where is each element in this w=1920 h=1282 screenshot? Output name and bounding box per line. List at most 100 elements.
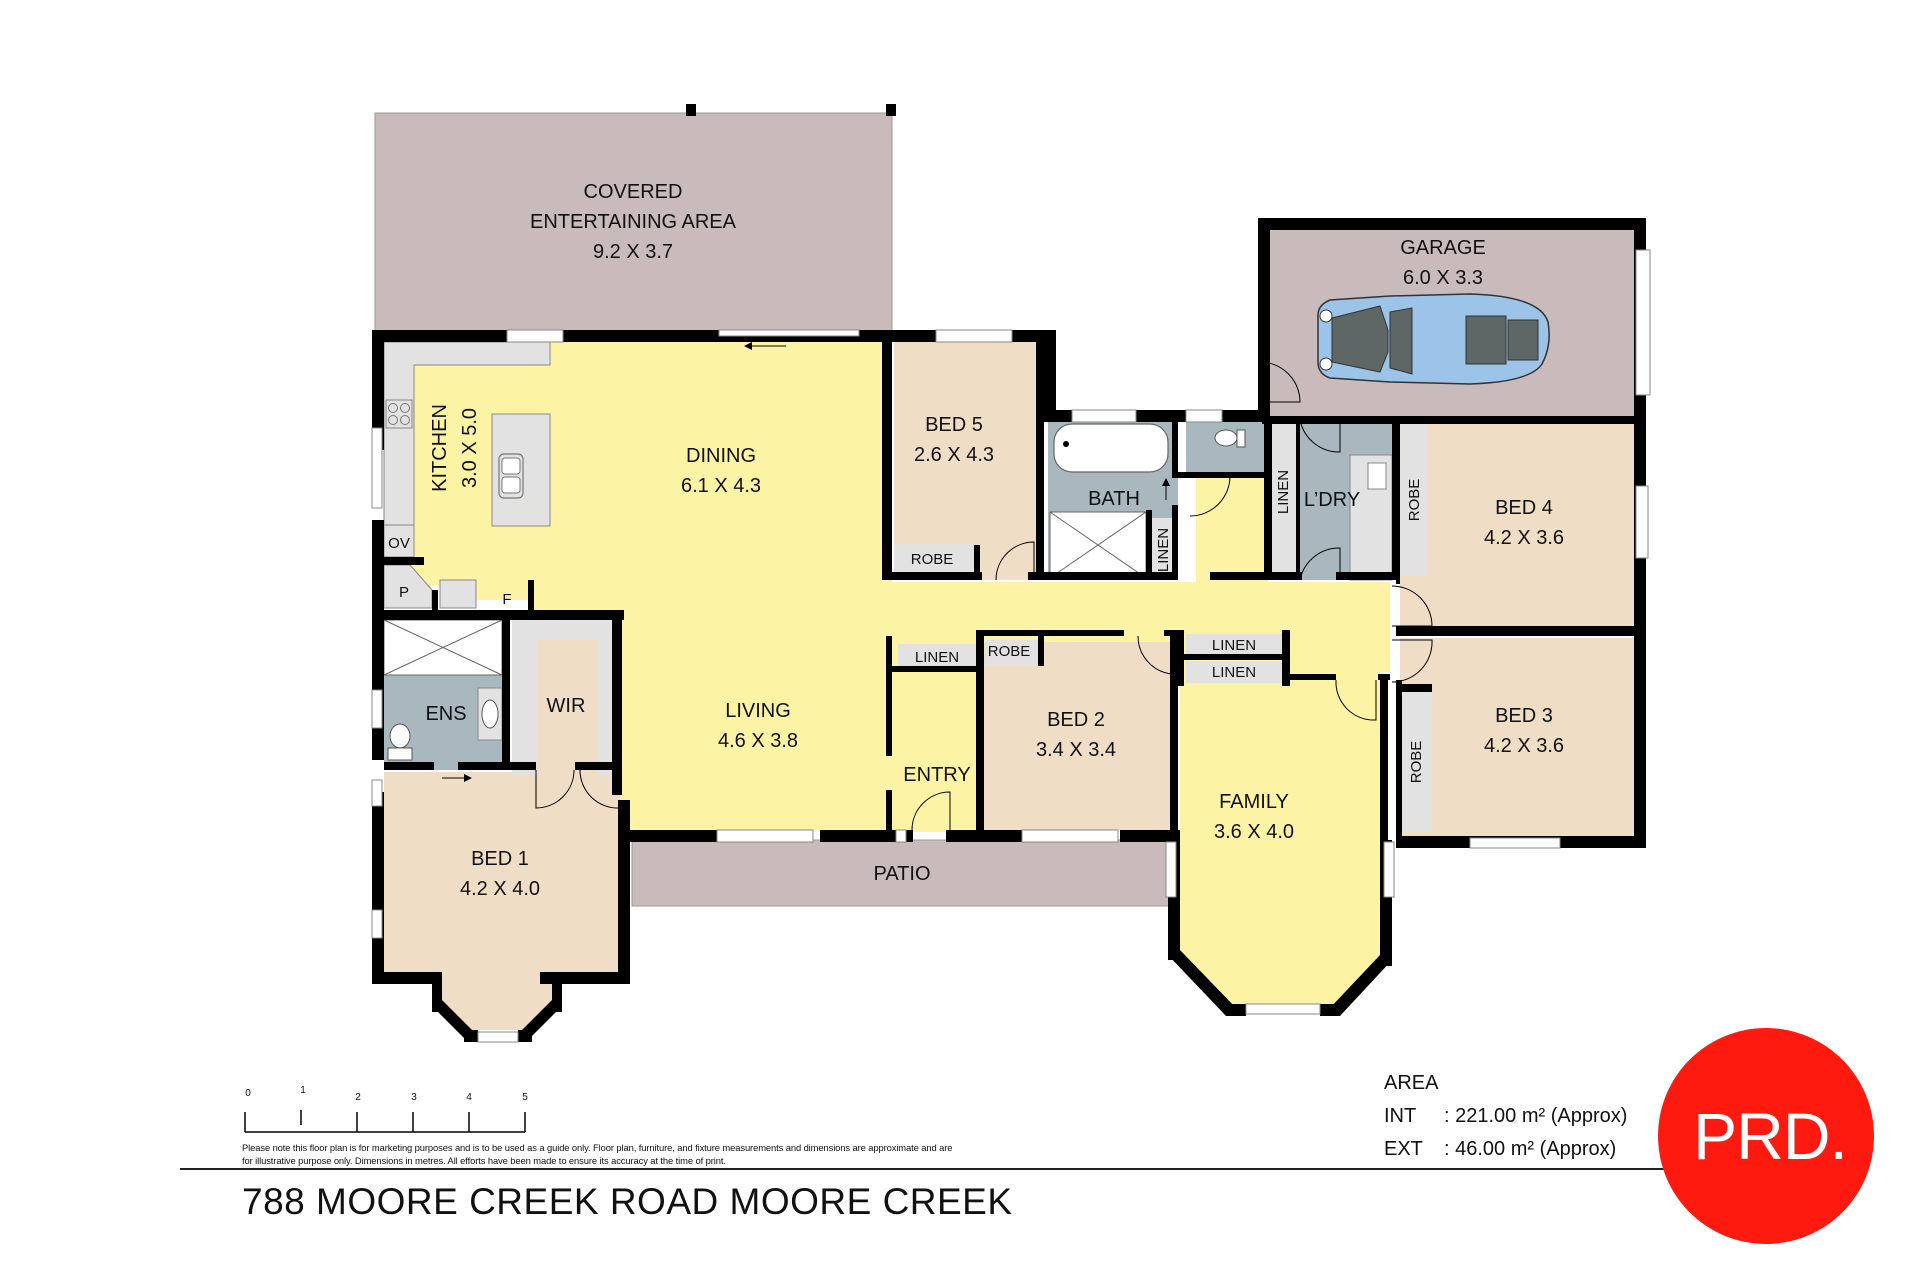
bed3-robe-label: ROBE bbox=[1408, 741, 1425, 784]
scale-tick-4: 4 bbox=[466, 1092, 472, 1103]
family-size: 3.6 X 4.0 bbox=[1214, 821, 1294, 843]
prd-logo-text: PRD. bbox=[1693, 1099, 1848, 1173]
hall-linen-2 bbox=[1186, 661, 1282, 683]
bed1-zone bbox=[384, 772, 620, 1030]
entry-zone bbox=[894, 672, 976, 832]
prd-logo: PRD. bbox=[1658, 1028, 1874, 1244]
bed2-robe-label: ROBE bbox=[988, 643, 1031, 660]
bath-drain bbox=[1063, 441, 1069, 447]
post-marker bbox=[886, 104, 896, 116]
bed2-label: BED 2 bbox=[1047, 709, 1105, 731]
slide-arrow-icon bbox=[442, 342, 1170, 782]
bed3-size: 4.2 X 3.6 bbox=[1484, 735, 1564, 757]
pantry-label: P bbox=[399, 584, 409, 601]
door-swings bbox=[535, 361, 1433, 831]
covered-area-size: 9.2 X 3.7 bbox=[593, 241, 673, 263]
bed4-robe bbox=[1400, 424, 1428, 576]
walls bbox=[372, 218, 1646, 1042]
living-dining-zone bbox=[384, 342, 1390, 830]
laundry-label: L’DRY bbox=[1304, 489, 1360, 511]
bath-linen-label: LINEN bbox=[1155, 528, 1172, 572]
scale-tick-1: 1 bbox=[300, 1085, 306, 1096]
hall-linen-1-label: LINEN bbox=[1212, 637, 1256, 654]
bed3-robe bbox=[1400, 690, 1432, 832]
toilet-cistern bbox=[1236, 429, 1246, 448]
dining-size: 6.1 X 4.3 bbox=[681, 475, 761, 497]
area-int-row: INT : 221.00 m² (Approx) bbox=[1384, 1100, 1627, 1133]
scale-tick-2: 2 bbox=[355, 1092, 361, 1103]
bed5-zone bbox=[894, 342, 1044, 580]
wir-inner bbox=[537, 640, 597, 775]
bed2-robe bbox=[986, 640, 1038, 666]
bed3-label: BED 3 bbox=[1495, 705, 1553, 727]
living-label: LIVING bbox=[725, 700, 791, 722]
area-title-row: AREA bbox=[1384, 1067, 1627, 1100]
area-summary: AREA INT : 221.00 m² (Approx) EXT : 46.00 … bbox=[1384, 1067, 1627, 1166]
living-size: 4.6 X 3.8 bbox=[718, 730, 798, 752]
fridge-label: F bbox=[502, 591, 511, 608]
car-icon bbox=[1317, 293, 1550, 385]
hall-linen-2-label: LINEN bbox=[1212, 664, 1256, 681]
scale-tick-0: 0 bbox=[245, 1088, 251, 1099]
basin-icon bbox=[481, 699, 499, 729]
property-address: 788 MOORE CREEK ROAD MOORE CREEK bbox=[242, 1181, 1013, 1222]
toilet-cistern bbox=[387, 747, 413, 761]
ensuite-label: ENS bbox=[425, 703, 466, 725]
patio-label: PATIO bbox=[873, 863, 930, 885]
disclaimer-text: Please note this floor plan is for marke… bbox=[242, 1142, 953, 1166]
entry-linen bbox=[898, 644, 978, 668]
entry-label: ENTRY bbox=[903, 764, 970, 786]
garage-label: GARAGE bbox=[1400, 237, 1486, 259]
oven-label: OV bbox=[388, 535, 410, 552]
garage-size: 6.0 X 3.3 bbox=[1403, 267, 1483, 289]
bed1-size: 4.2 X 4.0 bbox=[460, 878, 540, 900]
hall-zone bbox=[1196, 460, 1268, 585]
bed4-size: 4.2 X 3.6 bbox=[1484, 527, 1564, 549]
toilet-icon bbox=[1214, 429, 1238, 447]
hall-linen-1 bbox=[1186, 634, 1282, 656]
area-int-label: INT bbox=[1384, 1105, 1417, 1127]
fridge-space bbox=[439, 579, 477, 609]
toilet-icon bbox=[389, 723, 411, 749]
kitchen-size: 3.0 X 5.0 bbox=[459, 408, 481, 488]
area-int-value: : 221.00 m² (Approx) bbox=[1444, 1105, 1628, 1127]
area-ext-row: EXT : 46.00 m² (Approx) bbox=[1384, 1133, 1627, 1166]
bath-linen bbox=[1152, 518, 1174, 578]
bed4-label: BED 4 bbox=[1495, 497, 1553, 519]
bed5-size: 2.6 X 4.3 bbox=[914, 444, 994, 466]
laundry-linen-label: LINEN bbox=[1275, 470, 1292, 514]
wc-zone bbox=[1186, 422, 1264, 472]
footer-divider bbox=[180, 1168, 1700, 1170]
windows bbox=[371, 249, 1651, 1043]
scale-bar: 0 1 2 3 4 5 bbox=[244, 1085, 528, 1133]
kitchen-label: KITCHEN bbox=[429, 404, 451, 492]
laundry-linen bbox=[1270, 420, 1296, 580]
bed4-robe-label: ROBE bbox=[1406, 479, 1423, 522]
bathtub bbox=[1053, 423, 1169, 473]
bed2-size: 3.4 X 3.4 bbox=[1036, 739, 1116, 761]
bed4-zone bbox=[1400, 424, 1634, 628]
entry-linen-label: LINEN bbox=[915, 649, 959, 666]
bed5-robe bbox=[894, 544, 974, 572]
bed2-zone bbox=[984, 642, 1176, 830]
family-zone bbox=[1180, 682, 1384, 1005]
family-label: FAMILY bbox=[1219, 791, 1289, 813]
covered-entertaining-area bbox=[374, 112, 893, 336]
covered-area-label-2: ENTERTAINING AREA bbox=[530, 211, 737, 233]
bed5-robe-label: ROBE bbox=[911, 551, 954, 568]
bed5-label: BED 5 bbox=[925, 414, 983, 436]
post-marker bbox=[686, 104, 696, 116]
area-title: AREA bbox=[1384, 1072, 1439, 1094]
scale-tick-5: 5 bbox=[522, 1092, 528, 1103]
dining-label: DINING bbox=[686, 445, 756, 467]
bed3-zone bbox=[1400, 638, 1634, 838]
area-ext-label: EXT bbox=[1384, 1138, 1423, 1160]
scale-tick-3: 3 bbox=[411, 1092, 417, 1103]
patio-zone bbox=[631, 839, 1173, 907]
laundry-tub bbox=[1367, 462, 1387, 490]
wir-label: WIR bbox=[547, 695, 586, 717]
area-ext-value: : 46.00 m² (Approx) bbox=[1444, 1138, 1617, 1160]
bath-label: BATH bbox=[1088, 488, 1140, 510]
covered-area-label: COVERED bbox=[584, 181, 683, 203]
